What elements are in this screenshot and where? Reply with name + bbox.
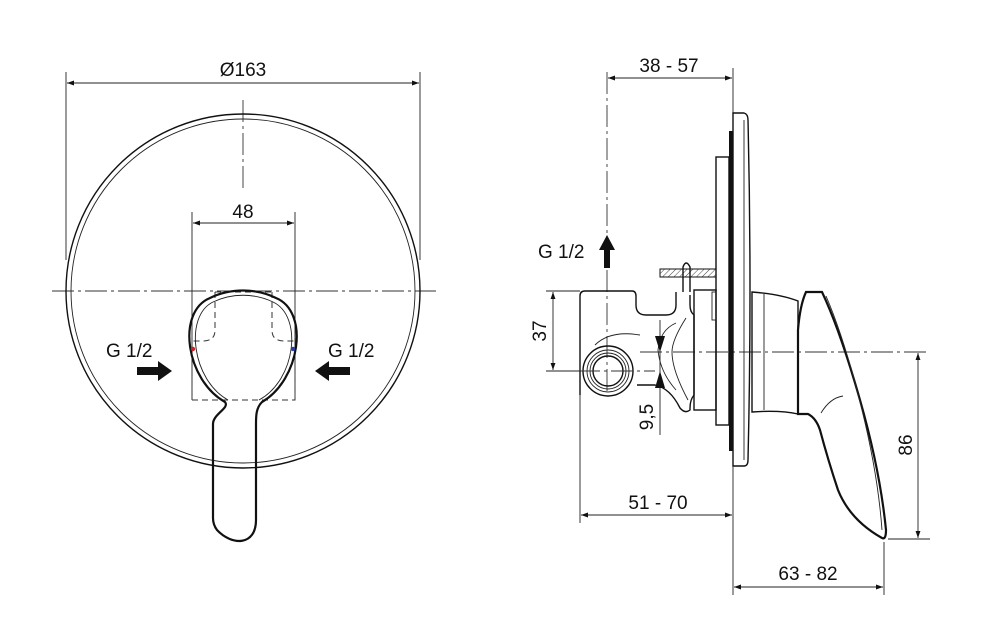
mounting-frame	[715, 156, 730, 426]
body-curve-1	[657, 322, 677, 391]
hidden-body-outline	[191, 340, 296, 401]
valve-body-profile	[637, 295, 695, 413]
inlet-right-arrow-icon	[315, 361, 350, 381]
front-view: Ø163 48 G 1/2 G 1/2	[52, 60, 436, 543]
lever-edge-line	[825, 295, 883, 531]
side-view: 38 - 57 G 1/2 37 9,5	[530, 56, 930, 595]
lever-handle-side	[796, 290, 888, 540]
body-depth-label: 51 - 70	[628, 493, 687, 514]
housing-tab	[711, 291, 717, 321]
rosette-inner	[70, 118, 416, 464]
wall-depth-label: 38 - 57	[639, 56, 698, 77]
inlet-right-label: G 1/2	[328, 341, 374, 362]
offset-label: 9,5	[637, 404, 658, 430]
offset-arrow-bottom	[655, 371, 665, 388]
wall-gasket	[729, 131, 733, 451]
lever-handle-front	[188, 289, 298, 543]
outlet-label: G 1/2	[538, 242, 584, 263]
lever-inner-contour	[194, 294, 293, 401]
body-curve-3	[594, 333, 641, 346]
cold-marker-dot	[290, 346, 296, 352]
body-width-label: 48	[232, 202, 253, 223]
inlet-left-arrow-icon	[137, 361, 172, 381]
valve-body-top	[579, 290, 677, 395]
rosette-outer	[65, 113, 421, 469]
outlet-arrow-icon	[599, 235, 615, 268]
lever-height-label: 86	[896, 434, 917, 455]
inlet-left-label: G 1/2	[106, 341, 152, 362]
offset-arrow-top	[655, 336, 665, 352]
rosette-side-profile	[732, 112, 751, 467]
projection-label: 63 - 82	[778, 564, 837, 585]
body-curve-2	[671, 317, 689, 401]
lever-hub	[751, 291, 799, 415]
threaded-rod	[659, 268, 717, 278]
cartridge-housing	[693, 289, 717, 411]
hot-marker-dot	[190, 346, 196, 352]
diameter-label: Ø163	[220, 60, 266, 81]
inlet-height-label: 37	[530, 320, 551, 341]
lever-fillet	[820, 395, 844, 414]
clamp-bracket	[682, 262, 691, 292]
